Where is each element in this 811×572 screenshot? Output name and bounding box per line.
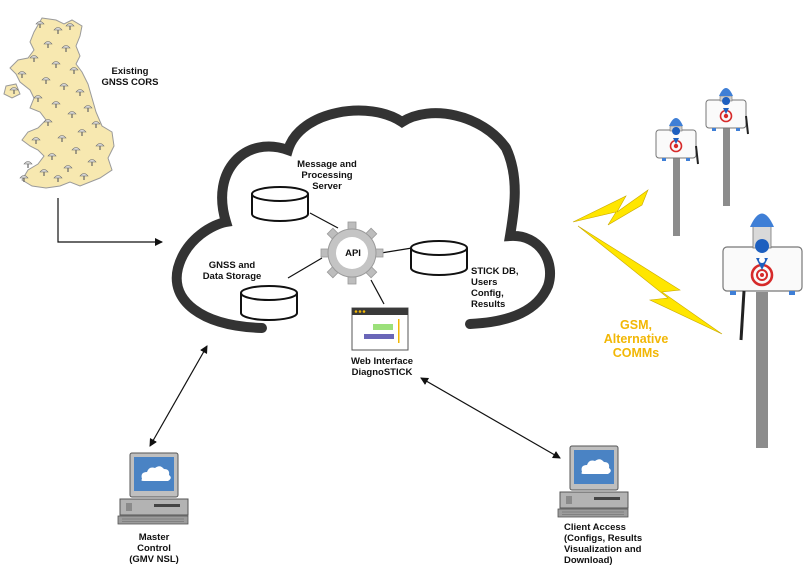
api-stickdb-link — [380, 247, 413, 254]
stick-sensor-icon — [705, 87, 749, 207]
api-label: API — [345, 248, 361, 259]
web-interface-window-icon — [351, 307, 409, 351]
master-control-label: Master Control (GMV NSL) — [129, 532, 179, 565]
storage-api-link — [287, 257, 323, 279]
gnss-storage-database-icon — [240, 285, 298, 321]
stick-sensor-icon — [655, 117, 699, 237]
api-gear-icon — [320, 221, 384, 285]
master-control-arrow — [149, 345, 208, 447]
stick-db-label: STICK DB, Users Config, Results — [471, 266, 519, 310]
server-api-link — [309, 212, 339, 229]
master-control-computer-icon — [117, 452, 189, 525]
client-access-computer-icon — [557, 445, 629, 518]
lightning-icon — [577, 225, 723, 335]
gnss-storage-label: GNSS and Data Storage — [202, 260, 262, 282]
existing-cors-label: Existing GNSS CORS — [101, 66, 159, 88]
uk-map-icon — [3, 17, 115, 189]
message-server-label: Message and Processing Server — [297, 159, 357, 192]
map-to-cloud-arrow — [57, 198, 163, 246]
client-access-label: Client Access (Configs, Results Visualiz… — [564, 522, 643, 566]
message-server-database-icon — [251, 186, 309, 222]
stick-db-database-icon — [410, 240, 468, 276]
lightning-icon — [572, 189, 649, 226]
api-web-link — [370, 279, 385, 305]
stick-sensor-icon — [722, 213, 803, 448]
client-access-arrow — [420, 377, 561, 459]
cloud-outline — [171, 105, 555, 333]
web-interface-label: Web Interface DiagnoSTICK — [350, 356, 414, 378]
gsm-comms-label: GSM, Alternative COMMs — [603, 318, 669, 360]
